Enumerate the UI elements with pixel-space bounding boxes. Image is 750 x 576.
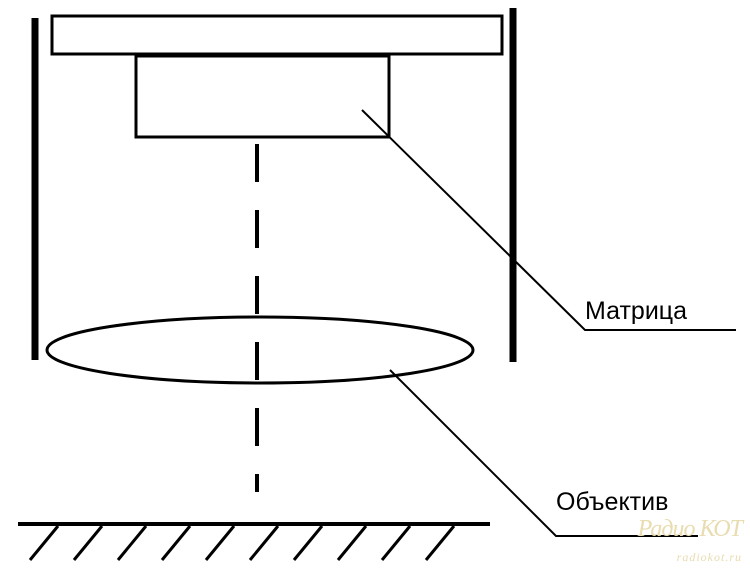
matrix-leader-line	[361, 109, 736, 331]
matrix-block	[134, 54, 391, 139]
lens-leader-line	[389, 369, 698, 537]
matrix-label: Матрица	[585, 297, 688, 325]
lens-label: Объектив	[556, 488, 669, 516]
watermark-logo: Радио КОТ radiokot.ru	[638, 514, 743, 570]
top-plate	[50, 14, 504, 56]
watermark-url: radiokot.ru	[676, 550, 742, 564]
ground-hatching	[28, 525, 456, 561]
lens-ellipse	[45, 315, 475, 385]
watermark-title: Радио КОТ	[637, 516, 743, 542]
